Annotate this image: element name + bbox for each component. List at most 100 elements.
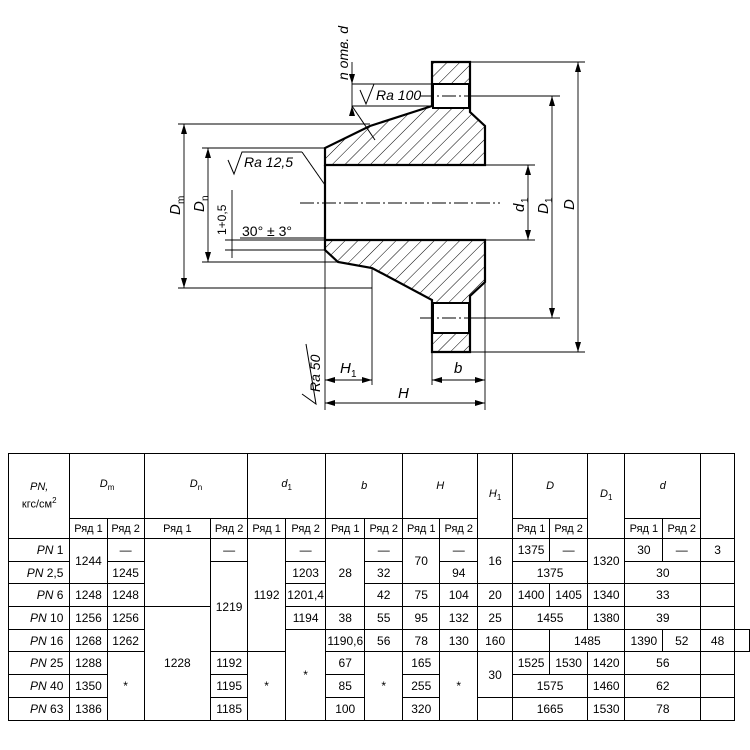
cell: 1201,4 (285, 583, 327, 608)
table-subheader-row: Ряд 1 Ряд 2 Ряд 1 Ряд 2 Ряд 1 Ряд 2 Ряд … (9, 518, 750, 539)
table-row: PN 25 1288 * 1192 * 67 * 165 * 30 1525 1… (7, 651, 750, 721)
cell: 1420 (587, 651, 626, 676)
svg-text:D: D (167, 204, 184, 215)
cell: 1228 (143, 606, 212, 721)
cell: — (106, 538, 145, 562)
cell: 1248 (106, 583, 145, 608)
label-H: H (398, 385, 409, 402)
cell: 132 (439, 606, 479, 630)
cell: 130 (439, 628, 479, 653)
sub-h-r2: Ряд 2 (439, 518, 479, 539)
label-Dn: D n (191, 195, 211, 212)
header-Dm: Dm (69, 453, 145, 519)
header-D1: D1 (587, 453, 626, 539)
cell (700, 560, 735, 585)
label-tolerance: 1+0,5 (215, 204, 229, 235)
cell: 38 (325, 606, 366, 630)
cell: 33 (624, 583, 702, 608)
cell: 1185 (210, 696, 249, 721)
cell: 1380 (587, 606, 626, 630)
cell-pn: PN 40 (7, 674, 71, 698)
cell: 1190,6 (325, 628, 366, 653)
cell: 3 (700, 538, 735, 562)
sub-d1-r1: Ряд 1 (247, 518, 287, 539)
header-b: b (325, 453, 404, 519)
cell: — (364, 538, 404, 562)
sub-dn-r2: Ряд 2 (210, 518, 249, 539)
cell: 1203 (285, 560, 327, 585)
roughness-symbols (227, 83, 430, 406)
table-row: PN 16 1268 1262 * 1190,6 56 78 130 160 1… (7, 628, 750, 721)
svg-text:1: 1 (351, 369, 357, 380)
cell: 1460 (587, 674, 626, 698)
cell: 78 (402, 628, 441, 653)
table-row: PN 6 1248 1248 1201,4 42 75 104 20 1400 … (7, 583, 750, 608)
cell: 1262 (106, 628, 145, 653)
cell (477, 696, 514, 721)
cell: * (285, 628, 327, 721)
label-holes: n отв. d (335, 25, 351, 80)
label-chamfer: 30° ± 3° (242, 223, 292, 239)
sub-d1-r2: Ряд 2 (285, 518, 327, 539)
sub-D-r2: Ряд 2 (549, 518, 589, 539)
cell: 1350 (69, 674, 108, 698)
cell: 55 (364, 606, 404, 630)
svg-text:H: H (340, 360, 351, 377)
sub-b-r2: Ряд 2 (364, 518, 404, 539)
svg-text:d: d (511, 203, 528, 212)
arrowheads (181, 62, 581, 406)
cell: 62 (624, 674, 702, 698)
cell: 1530 (549, 651, 589, 676)
cell: 1575 (512, 674, 589, 698)
cell: — (210, 538, 249, 562)
cell: 1219 (210, 560, 249, 653)
cell: 255 (402, 674, 441, 698)
header-d: d (624, 453, 702, 519)
cell (143, 537, 212, 608)
cell: 30 (624, 538, 664, 562)
cell: — (439, 538, 479, 562)
cell: 1455 (512, 606, 589, 630)
cell: 1192 (247, 537, 287, 653)
cell: 1192 (210, 651, 249, 676)
svg-text:1: 1 (544, 197, 555, 203)
cell: 78 (624, 696, 702, 721)
cell: 1244 (69, 537, 108, 585)
svg-text:m: m (176, 196, 187, 204)
label-H1: H 1 (340, 360, 357, 380)
cell (512, 628, 551, 653)
sub-dn-r1: Ряд 1 (143, 518, 212, 539)
label-D: D (561, 199, 578, 210)
sub-d-r2: Ряд 2 (662, 518, 702, 539)
header-partial (700, 453, 735, 539)
svg-text:n: n (200, 195, 211, 201)
cell: 1248 (69, 583, 108, 608)
label-ra12: Ra 12,5 (244, 154, 293, 170)
dimension-lines (178, 61, 585, 410)
cell: 1405 (549, 583, 589, 608)
cell (700, 696, 735, 721)
cell: 1245 (106, 560, 145, 585)
header-d1: d1 (247, 453, 327, 519)
label-d1: d 1 (511, 197, 531, 212)
flange-section-lower (323, 238, 487, 354)
cell: 1375 (512, 538, 551, 562)
sub-h-r1: Ряд 1 (402, 518, 441, 539)
flange-spec-table: PN,кгс/см2 Dm Dn d1 b H H1 D D1 d Ряд 1 … (7, 453, 750, 721)
cell: 42 (364, 583, 404, 608)
cell: 95 (402, 606, 441, 630)
cell: 52 (662, 628, 702, 653)
cell: 39 (624, 606, 702, 630)
sub-D-r1: Ряд 1 (512, 518, 551, 539)
cell: 1256 (69, 606, 108, 630)
cell (700, 674, 735, 698)
cell: 67 (325, 651, 366, 676)
cell: * (247, 651, 287, 721)
table-header-row: PN,кгс/см2 Dm Dn d1 b H H1 D D1 d (7, 453, 750, 539)
cell: * (439, 651, 479, 721)
label-D1: D 1 (535, 197, 555, 214)
header-H1: H1 (477, 453, 514, 539)
cell: 104 (439, 583, 479, 608)
cell: 32 (364, 560, 404, 585)
label-b: b (454, 360, 462, 377)
